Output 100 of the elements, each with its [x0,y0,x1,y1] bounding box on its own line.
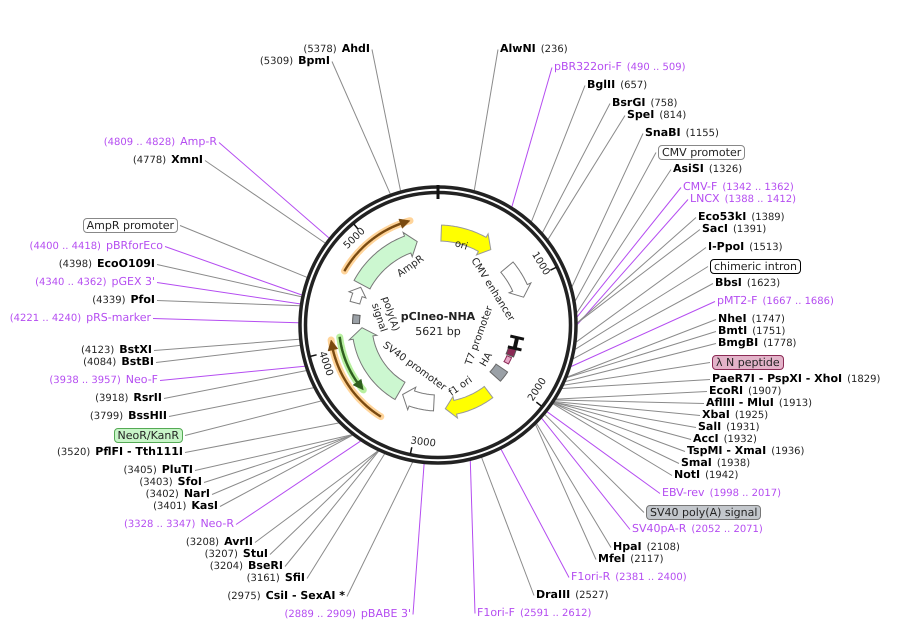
leader-line [574,152,656,302]
restriction-site-label: (3401) KasI [153,500,218,513]
restriction-site-label: NheI (1747) [718,313,785,326]
primer-label: pMT2-F (1667 .. 1686) [717,295,834,308]
restriction-site-label: (3208) AvrII [186,536,253,549]
leader-line [168,387,314,417]
leader-line [531,85,586,222]
primer-label: (3938 .. 3957) Neo-F [49,374,158,387]
leader-line [544,414,644,513]
scale-label: 4000 [316,350,336,378]
plasmid-size: 5621 bp [415,326,461,338]
restriction-site-label: NotI (1942) [674,469,738,482]
leader-line [470,460,476,614]
restriction-site-label: Eco53kI (1389) [698,211,785,224]
restriction-site-label: AsiSI (1326) [673,163,742,176]
leader-line [372,49,401,192]
leader-line [194,434,352,471]
restriction-site-label: SalI (1931) [698,421,760,434]
leader-line [481,457,534,596]
leader-line [164,246,302,296]
primer-label: (4221 .. 4240) pRS-marker [10,312,151,325]
leader-line [553,402,680,464]
feature-label: NeoR/KanR [114,428,183,443]
restriction-site-label: EcoRI (1907) [709,385,782,398]
leader-line [554,402,696,428]
leader-line [270,450,379,555]
restriction-site-label: (4084) BstBI [83,356,154,369]
restriction-site-label: SnaBI (1155) [645,127,719,140]
leader-line [554,401,700,416]
restriction-site-label: SmaI (1938) [681,457,750,470]
leader-line [204,434,353,483]
primer-label: CMV-F (1342 .. 1362) [683,181,794,194]
restriction-site-label: (2975) CsiI - SexAI * [227,590,345,603]
leader-line [556,391,708,400]
leader-line [553,402,686,452]
restriction-site-label: (4123) BstXI [80,344,152,357]
restriction-site-label: TspMI - XmaI (1936) [687,445,804,458]
leader-line [576,169,672,314]
restriction-site-label: BmgBI (1778) [718,337,796,350]
leader-line [574,266,708,350]
restriction-site-label: DraIII (2527) [536,589,609,602]
restriction-site-label: HpaI (2108) [613,541,680,554]
restriction-site-label: (3918) RsrII [95,392,162,405]
feature-name: f1 ori [446,374,476,400]
leader-line [156,344,300,363]
leader-line [542,103,610,234]
leader-line [204,160,326,244]
leader-line [511,67,552,208]
leader-line [412,463,425,615]
primer-label: EBV-rev (1998 .. 2017) [662,487,781,500]
leader-line [500,448,570,578]
feature-name: ori [452,238,470,254]
leader-line [154,338,300,351]
restriction-site-label: (5378) AhdI [303,43,370,56]
restriction-site-label: SacI (1391) [702,223,766,236]
primer-label: F1ori-R (2381 .. 2400) [571,571,687,584]
restriction-site-label: I-PpoI (1513) [708,241,783,254]
feature-name: HA [478,350,496,370]
leader-line [541,418,630,530]
restriction-site-label: SpeI (814) [627,109,686,122]
leader-line [236,440,362,525]
leader-line [576,247,706,342]
restriction-site-label: (3405) PluTI [123,464,193,477]
restriction-site-label: BglII (657) [587,79,648,92]
restriction-site-label: (3161) SfiI [246,572,305,585]
primer-label: pBR322ori-F (490 .. 509) [554,61,686,74]
restriction-site-label: (4398) EcoO109I [58,258,155,271]
restriction-site-label: BsrGI (758) [612,97,678,110]
leader-line [577,199,688,325]
leader-line [152,318,299,324]
restriction-site-label: (5309) BpmI [260,55,330,68]
primer-label: (4809 .. 4828) Amp-R [104,136,217,149]
leader-line [184,422,340,453]
primer-label: SV40pA-R (2052 .. 2071) [632,523,763,536]
primer-label: LNCX (1388 .. 1412) [690,193,796,206]
restriction-site-label: (3403) SfoI [139,476,202,489]
leader-line [332,61,391,194]
leader-line [218,142,330,238]
leader-line [254,450,378,543]
leader-line [546,411,660,494]
restriction-site-label: (3204) BseRI [210,560,283,573]
leader-line [156,282,301,304]
leader-line [548,115,626,240]
feature-label: λ N peptide [712,355,784,370]
leader-line [536,423,612,548]
restriction-site-label: BmtI (1751) [718,325,786,338]
restriction-site-label: (4339) PfoI [92,294,155,307]
feature-label: SV40 poly(A) signal [646,505,762,520]
primer-label: F1ori-F (2591 .. 2612) [477,607,592,620]
restriction-site-label: MfeI (2117) [598,553,664,566]
restriction-site-label: (3520) PflFI - Tth111I [57,446,183,459]
leader-line [212,434,353,495]
leader-line [562,379,710,389]
primer-label: (4340 .. 4362) pGEX 3' [35,276,155,289]
restriction-site-label: (3207) StuI [204,548,268,561]
restriction-site-label: AlwNI (236) [500,43,568,56]
leader-line [570,301,716,367]
leader-line [565,343,716,382]
leader-line [180,225,308,278]
scale-label: 3000 [410,436,437,451]
